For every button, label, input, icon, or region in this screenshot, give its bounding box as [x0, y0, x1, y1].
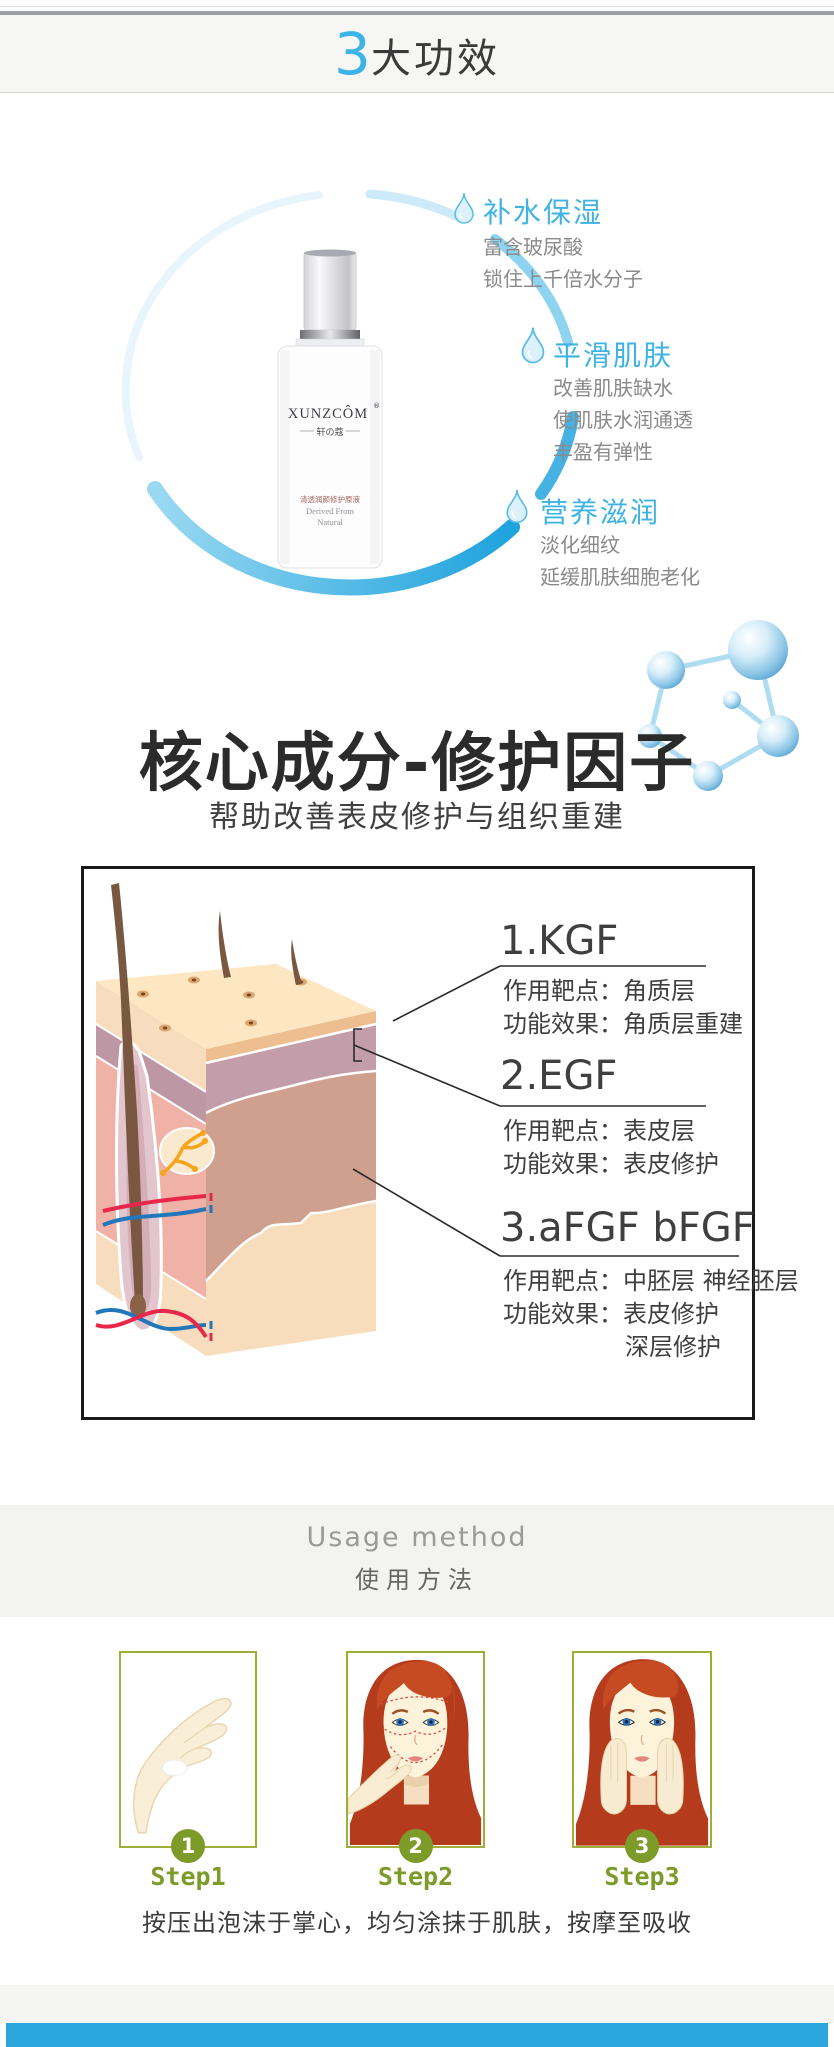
top-rule-thick — [0, 11, 834, 15]
step-1-label: Step1 — [150, 1862, 226, 1891]
water-drop-icon — [454, 192, 474, 224]
product-bottle: XUNZCÔM ® 轩の蔻 清透润颜修护原液 Derived From Natu… — [277, 249, 383, 569]
effects-title: 大功效 — [370, 35, 500, 82]
bottom-blue-bar — [6, 2023, 828, 2047]
feature-1-desc: 富含玻尿酸 锁住上千倍水分子 — [483, 235, 643, 291]
feature-3-title: 营养滋润 — [540, 496, 661, 529]
bottle-brand-cn: 轩の蔻 — [316, 426, 343, 438]
feature-1-title: 补水保湿 — [483, 196, 604, 229]
effects-count: 3 — [334, 19, 371, 88]
factor-2-effect: 功能效果：表皮修护 — [503, 1150, 719, 1178]
usage-title-cn: 使用方法 — [355, 1566, 479, 1594]
usage-caption: 按压出泡沫于掌心，均匀涂抹于肌肤，按摩至吸收 — [142, 1909, 692, 1937]
bottle-tagline-2: Natural — [317, 517, 343, 527]
bottle-brand: XUNZCÔM — [288, 405, 368, 422]
feature-2-desc: 改善肌肤缺水 使肌肤水润通透 丰盈有弹性 — [553, 376, 693, 464]
face-massage-lines-illustration — [348, 1659, 482, 1845]
step-2-box: 2 — [346, 1651, 485, 1863]
factor-1-effect: 功能效果：角质层重建 — [503, 1010, 743, 1038]
step-2-label: Step2 — [377, 1862, 454, 1891]
bottle-reg-mark: ® — [373, 402, 380, 410]
step-3-box: 3 — [572, 1651, 712, 1863]
top-rule-thin — [0, 6, 834, 7]
factor-1-target: 作用靶点：角质层 — [503, 977, 695, 1005]
usage-method-band — [0, 1505, 834, 1617]
bottle-tagline-1: Derived From — [306, 506, 354, 516]
step-3-number: 3 — [625, 1829, 659, 1863]
step-2-number: 2 — [398, 1829, 433, 1863]
callout-leader-lines — [352, 965, 739, 1257]
bottom-gray-strip — [0, 1985, 834, 2023]
factor-3-effect-2: 深层修护 — [625, 1333, 721, 1361]
feature-2-title: 平滑肌肤 — [553, 339, 674, 372]
hand-with-foam-illustration — [133, 1697, 232, 1834]
skin-cross-section-diagram — [95, 883, 377, 1356]
factor-2-name: 2.EGF — [500, 1053, 618, 1099]
feature-3-desc: 淡化细纹 延缓肌肤细胞老化 — [540, 533, 700, 589]
step-3-label: Step3 — [604, 1862, 680, 1891]
water-drop-icon — [521, 327, 545, 364]
core-heading: 核心成分-修护因子 — [138, 727, 696, 801]
bottle-product-name: 清透润颜修护原液 — [300, 494, 360, 504]
factor-3-name: 3.aFGF bFGF — [500, 1205, 755, 1251]
water-drop-icon — [506, 489, 528, 524]
factor-2-target: 作用靶点：表皮层 — [503, 1117, 695, 1145]
step-1-number: 1 — [171, 1829, 205, 1863]
repair-factor-diagram-box: 1.KGF 作用靶点：角质层 功能效果：角质层重建 2.EGF 作用靶点：表皮层… — [81, 866, 799, 1420]
blue-arc-graphic — [121, 189, 579, 596]
usage-title-en: Usage method — [306, 1522, 528, 1553]
face-hands-on-cheeks-illustration — [575, 1659, 709, 1846]
factor-3-effect: 功能效果：表皮修护 — [503, 1300, 719, 1328]
core-subheading: 帮助改善表皮修护与组织重建 — [209, 800, 625, 835]
step-1-box: 1 — [119, 1651, 257, 1863]
factor-3-target: 作用靶点：中胚层 神经胚层 — [503, 1267, 799, 1295]
effects-title-band: 3 大功效 — [0, 15, 834, 93]
factor-1-name: 1.KGF — [500, 918, 619, 964]
molecule-icon — [638, 620, 799, 791]
